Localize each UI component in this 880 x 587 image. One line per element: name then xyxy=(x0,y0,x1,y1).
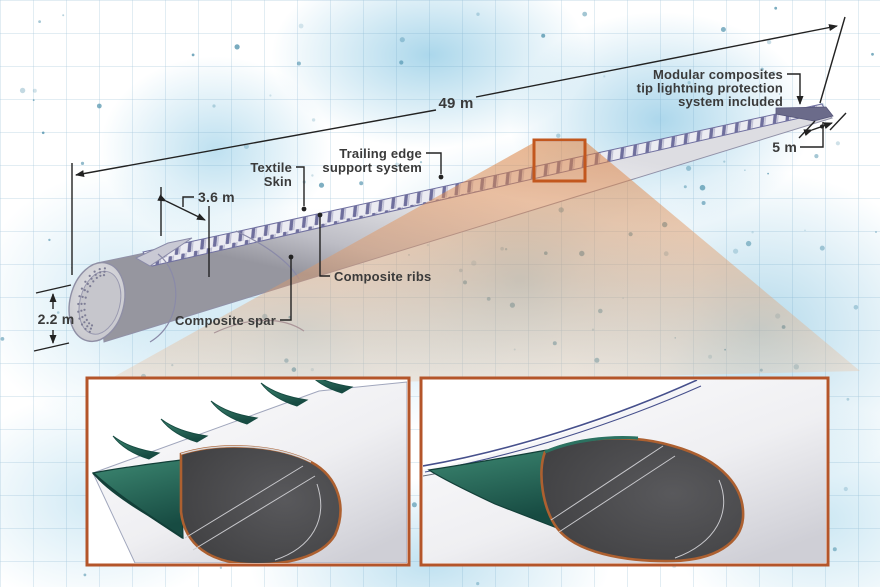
root-flange xyxy=(68,261,126,343)
rib-fins xyxy=(112,380,354,460)
trailing-edge-label: Trailing edge support system xyxy=(322,146,444,180)
tip-system-line2: tip lightning protection xyxy=(637,81,783,96)
tip-system-label: Modular composites tip lightning protect… xyxy=(637,67,804,109)
tick-bottom xyxy=(33,342,70,352)
tip-width-value: 5 m xyxy=(772,139,797,155)
composite-spar-label: Composite spar xyxy=(175,254,294,328)
composite-ribs-label: Composite ribs xyxy=(317,212,431,284)
airfoil-section-face xyxy=(540,436,745,563)
root-ring-seam xyxy=(149,253,177,343)
rib-spacing-leader xyxy=(182,196,194,207)
spar-cap-curve xyxy=(674,479,725,559)
textile-skin-line2: Skin xyxy=(264,174,292,189)
rib-fin xyxy=(112,435,161,460)
dim-arrow-right xyxy=(475,24,838,98)
textile-skin-line1: Textile xyxy=(250,160,292,175)
blade-length-value: 49 m xyxy=(439,95,474,112)
inset-right-content xyxy=(423,380,826,563)
dimension-tip-width xyxy=(798,112,847,148)
bolt-circle-dots xyxy=(77,267,106,333)
composite-spar-dot xyxy=(288,254,294,260)
rib-fin xyxy=(315,380,354,394)
composite-ribs-text: Composite ribs xyxy=(334,269,431,284)
root-shoulder xyxy=(134,237,193,267)
section-highlight-box xyxy=(532,138,587,183)
spar-web-lines xyxy=(550,445,676,533)
ridge-seam-outer xyxy=(423,380,698,467)
section-top-seam xyxy=(180,445,312,463)
web-under-edge xyxy=(92,472,184,539)
inset-left-content xyxy=(91,380,407,563)
rib-fin xyxy=(160,418,209,443)
inset-ribs-detail xyxy=(85,376,411,567)
airfoil-section-face xyxy=(179,445,342,563)
spar-cap-curve xyxy=(274,483,322,561)
trailing-edge-line2: support system xyxy=(322,160,422,175)
composite-ribs-leader xyxy=(319,217,330,277)
textile-skin-label: Textile Skin xyxy=(250,160,307,212)
tip-system-line1: Modular composites xyxy=(653,67,783,82)
spar-seam-upper xyxy=(235,230,300,280)
composite-ribs-dot xyxy=(317,212,323,218)
dimension-root-diameter xyxy=(33,284,72,352)
rib-fin xyxy=(260,382,309,407)
textile-skin-leader xyxy=(296,166,305,206)
composite-spar-text: Composite spar xyxy=(175,313,276,328)
dimension-rib-spacing xyxy=(157,187,210,277)
composite-spar-leader xyxy=(280,259,292,321)
dimension-blade-length xyxy=(71,16,846,275)
tip-system-leader xyxy=(787,73,804,105)
textile-skin-dot xyxy=(301,206,307,212)
rib-spacing-arrow xyxy=(157,194,206,221)
tip-system-line3: system included xyxy=(678,94,783,109)
tip-width-leader xyxy=(800,122,824,148)
dim-arrow-left xyxy=(75,109,437,178)
rib-spacing-value: 3.6 m xyxy=(198,189,235,205)
section-projection-cone xyxy=(92,142,860,389)
spar-web-lines xyxy=(184,465,316,551)
blade-tip-cap xyxy=(775,106,834,122)
rib-fin xyxy=(210,400,259,425)
extension-line-right xyxy=(819,16,846,104)
inset-trailing-edge-detail xyxy=(419,376,830,567)
trailing-edge-dot xyxy=(438,174,444,180)
trailing-edge-leader xyxy=(426,152,442,174)
trailing-edge-line1: Trailing edge xyxy=(339,146,422,161)
tick-top xyxy=(35,284,72,294)
section-top-green-strip xyxy=(544,436,639,454)
root-diameter-value: 2.2 m xyxy=(38,311,75,327)
